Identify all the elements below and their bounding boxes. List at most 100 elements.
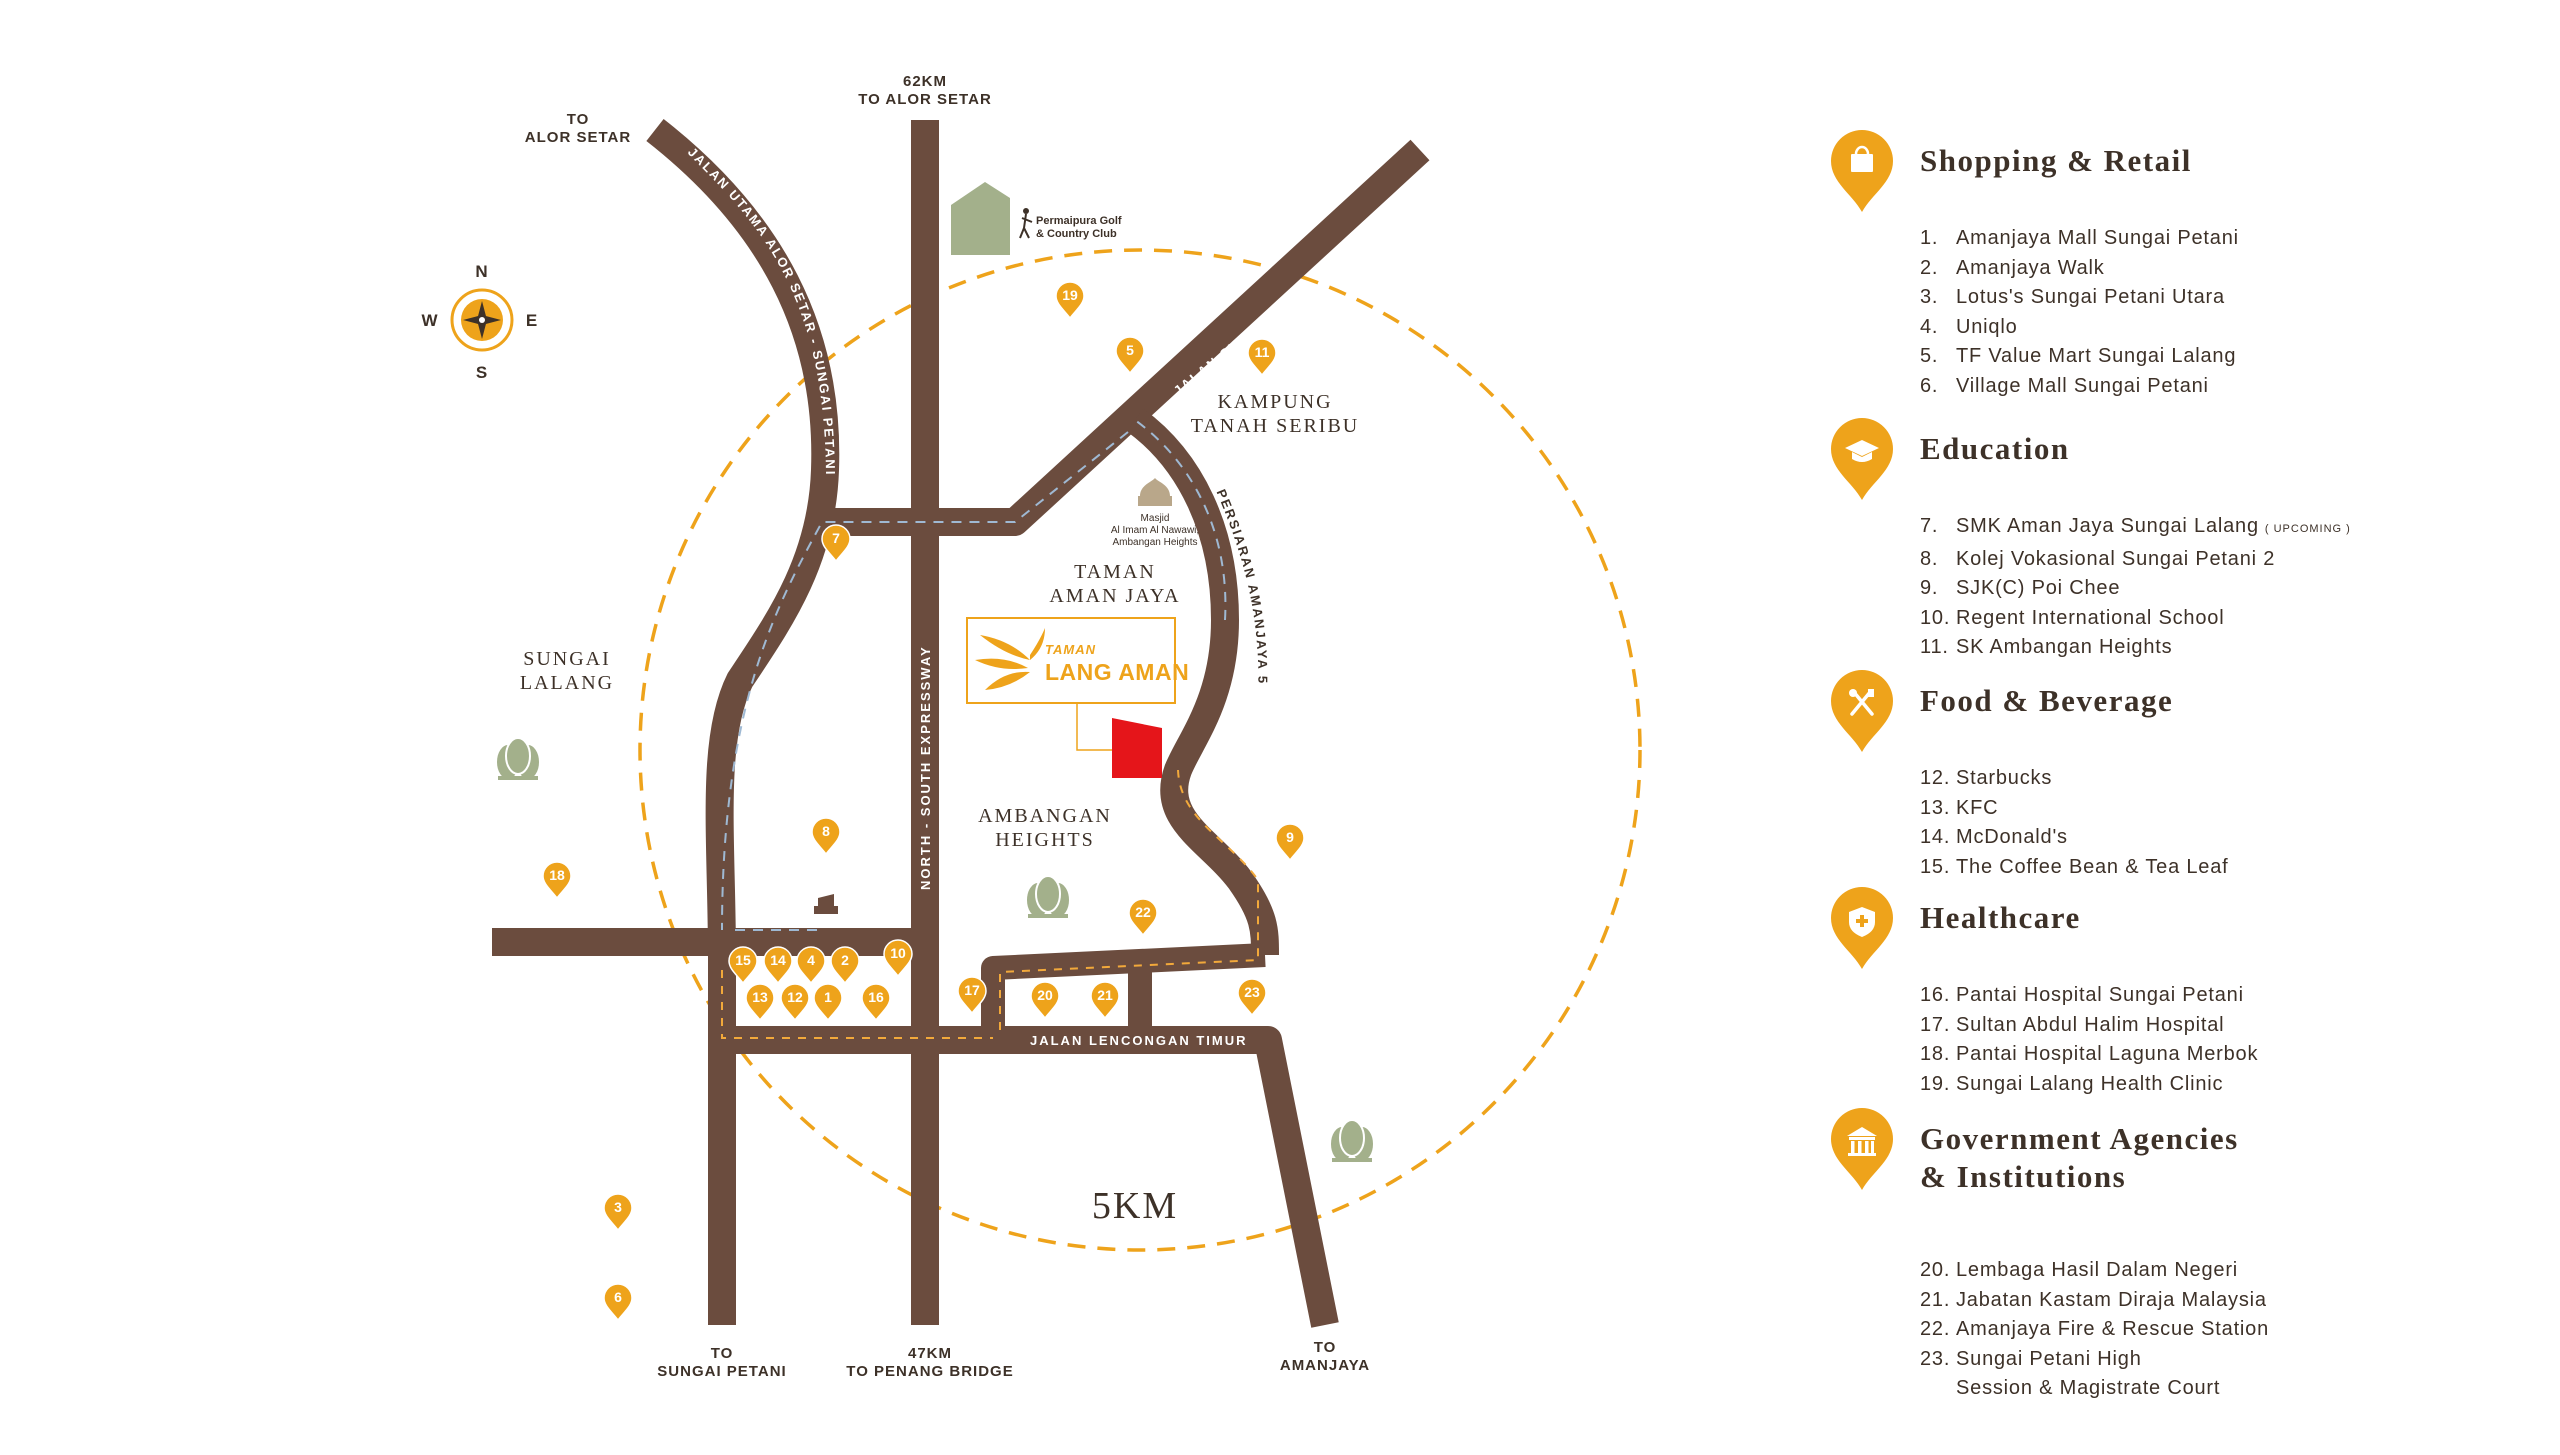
legend-item-number: 21.	[1920, 1288, 1951, 1311]
legend-item-number: 8.	[1920, 547, 1939, 570]
government-building-icon	[1831, 1108, 1893, 1190]
legend-item: 6.Village Mall Sungai Petani	[1920, 372, 2239, 402]
route-arrows-blue	[721, 419, 1227, 931]
legend-item-text: Session & Magistrate Court	[1956, 1377, 2221, 1399]
road-amanjaya	[1126, 408, 1279, 956]
poi-pin-number: 11	[1255, 344, 1270, 360]
poi-pin-20[interactable]: 20	[1030, 981, 1060, 1020]
legend-item-text: Lotus's Sungai Petani Utara	[1956, 286, 2225, 308]
poi-pin-number: 6	[614, 1289, 622, 1305]
poi-pin-7[interactable]: 7	[821, 524, 851, 563]
mosque-icon	[1138, 478, 1172, 506]
legend-item-number: 4.	[1920, 315, 1939, 338]
poi-pin-11[interactable]: 11	[1247, 338, 1277, 377]
poi-pin-19[interactable]: 19	[1055, 281, 1085, 320]
logo-connector	[1076, 703, 1112, 751]
poi-pin-number: 2	[841, 952, 849, 968]
poi-pin-number: 20	[1037, 987, 1053, 1003]
legend-item-number: 16.	[1920, 984, 1951, 1006]
poi-pin-4[interactable]: 4	[796, 946, 826, 985]
legend-item-number: 22.	[1920, 1318, 1951, 1340]
medical-shield-icon	[1831, 887, 1893, 969]
legend-item-text: KFC	[1956, 796, 1999, 819]
golf-club-icon	[951, 182, 1033, 255]
poi-pin-13[interactable]: 13	[745, 983, 775, 1022]
poi-pin-9[interactable]: 9	[1275, 823, 1305, 862]
legend-item: 14.McDonald's	[1920, 823, 2228, 853]
legend-item-text: Jabatan Kastam Diraja Malaysia	[1956, 1288, 2267, 1311]
legend-item-text: Sungai Petani High	[1956, 1347, 2142, 1370]
legend-item-text: The Coffee Bean & Tea Leaf	[1956, 855, 2229, 878]
legend-item: 22.Amanjaya Fire & Rescue Station	[1920, 1315, 2269, 1345]
road-top-junction	[820, 139, 1430, 536]
legend-title-line: & Institutions	[1920, 1159, 2127, 1194]
golf-club-label: Permaipura Golf& Country Club	[1036, 215, 1122, 240]
poi-pin-number: 23	[1244, 984, 1260, 1000]
legend-item-number: 12.	[1920, 767, 1951, 789]
legend-item-number: 18.	[1920, 1043, 1951, 1065]
poi-pin-22[interactable]: 22	[1128, 898, 1158, 937]
legend-item-number: 7.	[1920, 515, 1939, 537]
poi-pin-14[interactable]: 14	[763, 946, 793, 985]
poi-pin-8[interactable]: 8	[811, 817, 841, 856]
poi-pin-21[interactable]: 21	[1090, 981, 1120, 1020]
poi-pin-number: 22	[1135, 904, 1151, 920]
legend-item-number: 1.	[1920, 227, 1939, 249]
poi-pin-number: 18	[549, 867, 565, 883]
poi-pin-10[interactable]: 10	[883, 939, 913, 978]
poi-pin-15[interactable]: 15	[728, 946, 758, 985]
poi-pin-16[interactable]: 16	[861, 983, 891, 1022]
legend-item: 4. Uniqlo	[1920, 313, 2239, 343]
legend-item-text: Uniqlo	[1956, 315, 2018, 338]
legend-item-number: 9.	[1920, 577, 1939, 599]
poi-pin-18[interactable]: 18	[542, 861, 572, 900]
legend-item: 8.Kolej Vokasional Sungai Petani 2	[1920, 545, 2351, 575]
legend-title-line: Healthcare	[1920, 900, 2081, 935]
toll-icon	[814, 894, 838, 914]
poi-pin-23[interactable]: 23	[1237, 978, 1267, 1017]
legend-item-text: SK Ambangan Heights	[1956, 636, 2173, 658]
legend-item-number: 6.	[1920, 374, 1939, 397]
compass-n: N	[475, 262, 488, 281]
legend-item: 15.The Coffee Bean & Tea Leaf	[1920, 853, 2228, 883]
fork-knife-icon	[1831, 670, 1893, 752]
poi-pin-2[interactable]: 2	[830, 946, 860, 985]
legend-item-text: SMK Aman Jaya Sungai Lalang	[1956, 515, 2259, 537]
legend-item-number: 17.	[1920, 1013, 1951, 1036]
poi-pin-6[interactable]: 6	[603, 1283, 633, 1322]
road-south-link	[981, 943, 1266, 1032]
legend-item: 17.Sultan Abdul Halim Hospital	[1920, 1011, 2258, 1041]
legend-item: 18.Pantai Hospital Laguna Merbok	[1920, 1040, 2258, 1070]
legend-item: 9.SJK(C) Poi Chee	[1920, 574, 2351, 604]
legend-item-number: 19.	[1920, 1072, 1951, 1095]
legend-item: 1.Amanjaya Mall Sungai Petani	[1920, 224, 2239, 254]
svg-text:TAMAN: TAMAN	[1045, 642, 1096, 657]
poi-pin-1[interactable]: 1	[813, 983, 843, 1022]
legend-item-text: Pantai Hospital Laguna Merbok	[1956, 1043, 2259, 1065]
poi-pin-number: 7	[832, 530, 840, 546]
legend-item: 5.TF Value Mart Sungai Lalang	[1920, 342, 2239, 372]
poi-pin-5[interactable]: 5	[1115, 336, 1145, 375]
legend-item: 19.Sungai Lalang Health Clinic	[1920, 1070, 2258, 1100]
legend-item-number: 14.	[1920, 826, 1951, 848]
poi-pin-17[interactable]: 17	[957, 976, 987, 1015]
road-label-sungai-lalang: JALAN SUNGAI LALANG	[0, 0, 1313, 398]
legend-item: 13.KFC	[1920, 794, 2228, 824]
poi-pin-3[interactable]: 3	[603, 1193, 633, 1232]
poi-pin-12[interactable]: 12	[780, 983, 810, 1022]
legend-item-number: 13.	[1920, 796, 1951, 819]
poi-pin-number: 16	[868, 989, 884, 1005]
legend-item: 3.Lotus's Sungai Petani Utara	[1920, 283, 2239, 313]
legend-item: 16.Pantai Hospital Sungai Petani	[1920, 981, 2258, 1011]
legend-item-tag: ( UPCOMING )	[2264, 523, 2351, 535]
compass-e: E	[526, 311, 538, 330]
legend-item-text: Starbucks	[1956, 767, 2053, 789]
poi-pin-number: 1	[824, 989, 832, 1005]
